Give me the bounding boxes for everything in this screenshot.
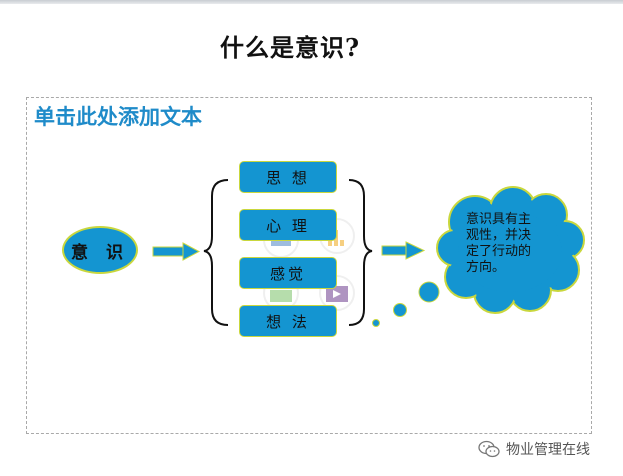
concept-box-psychology[interactable]: 心 理 xyxy=(239,209,337,241)
concept-box-feeling[interactable]: 感觉 xyxy=(239,257,337,289)
left-brace xyxy=(203,179,229,326)
text-placeholder-box[interactable] xyxy=(26,97,592,434)
right-brace xyxy=(348,179,373,326)
watermark: 物业管理在线 xyxy=(478,439,590,459)
media-play-glyph xyxy=(333,290,341,298)
consciousness-oval[interactable]: 意 识 xyxy=(62,226,138,274)
arrow-left-shaft xyxy=(152,246,184,257)
thought-cloud xyxy=(436,186,585,314)
faded-icon-ring-4 xyxy=(319,275,355,311)
watermark-text: 物业管理在线 xyxy=(506,442,590,458)
thought-dot-medium xyxy=(393,303,407,317)
concept-box-thought[interactable]: 思 想 xyxy=(239,161,337,193)
picture-icon xyxy=(271,236,291,246)
slide-title[interactable]: 什么是意识? xyxy=(219,33,361,62)
thought-bubble-text[interactable]: 意识具有主观性，并决定了行动的方向。 xyxy=(466,212,532,275)
window-top-bar xyxy=(0,0,623,4)
arrow-right-head xyxy=(405,241,426,260)
arrow-right-shaft xyxy=(381,245,407,256)
chart-icon-bar-1 xyxy=(328,236,332,246)
table-icon xyxy=(270,290,292,302)
thought-dot-small xyxy=(372,319,380,327)
chart-icon-bar-3 xyxy=(340,240,344,246)
arrow-left-head xyxy=(182,242,201,261)
wechat-icon xyxy=(478,440,500,458)
concept-box-idea[interactable]: 想 法 xyxy=(239,305,337,337)
text-placeholder[interactable]: 单击此处添加文本 xyxy=(34,104,202,129)
thought-dot-large xyxy=(418,281,440,303)
